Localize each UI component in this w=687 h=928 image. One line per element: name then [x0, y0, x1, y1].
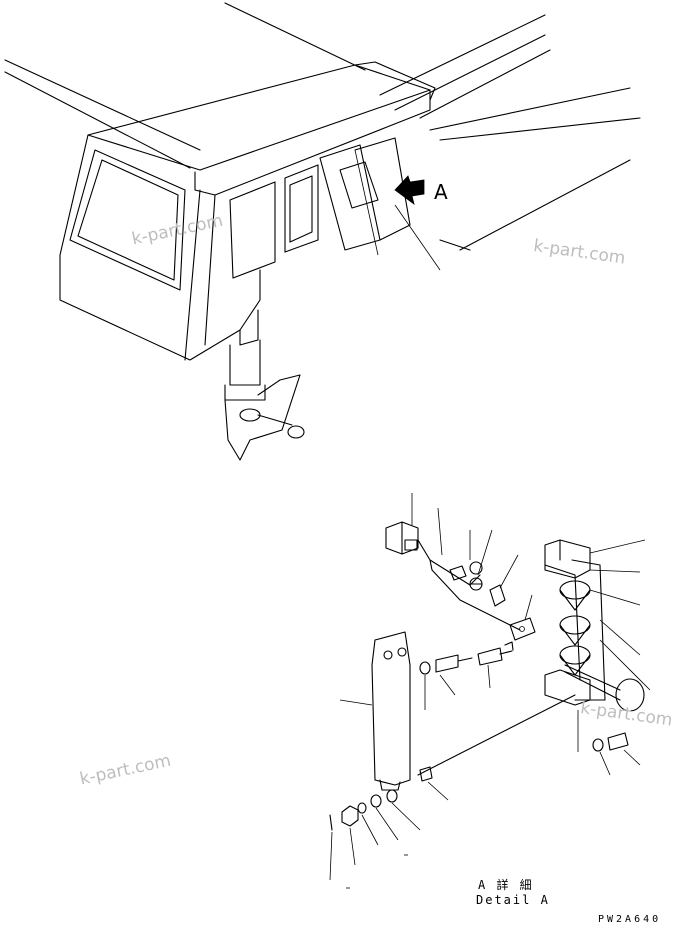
- drawing-code: PW2A640: [598, 914, 662, 925]
- connector-part: [385, 521, 419, 555]
- detail-caption-english: Detail A: [476, 893, 550, 907]
- mounting-plate: [371, 631, 411, 791]
- detail-caption-japanese: A 詳 細: [478, 878, 534, 892]
- detail-a-exploded-view: [329, 493, 651, 889]
- lamp-assembly: [544, 539, 645, 712]
- view-arrow-label: A: [434, 180, 448, 204]
- machine-cab-overview: [4, 2, 641, 461]
